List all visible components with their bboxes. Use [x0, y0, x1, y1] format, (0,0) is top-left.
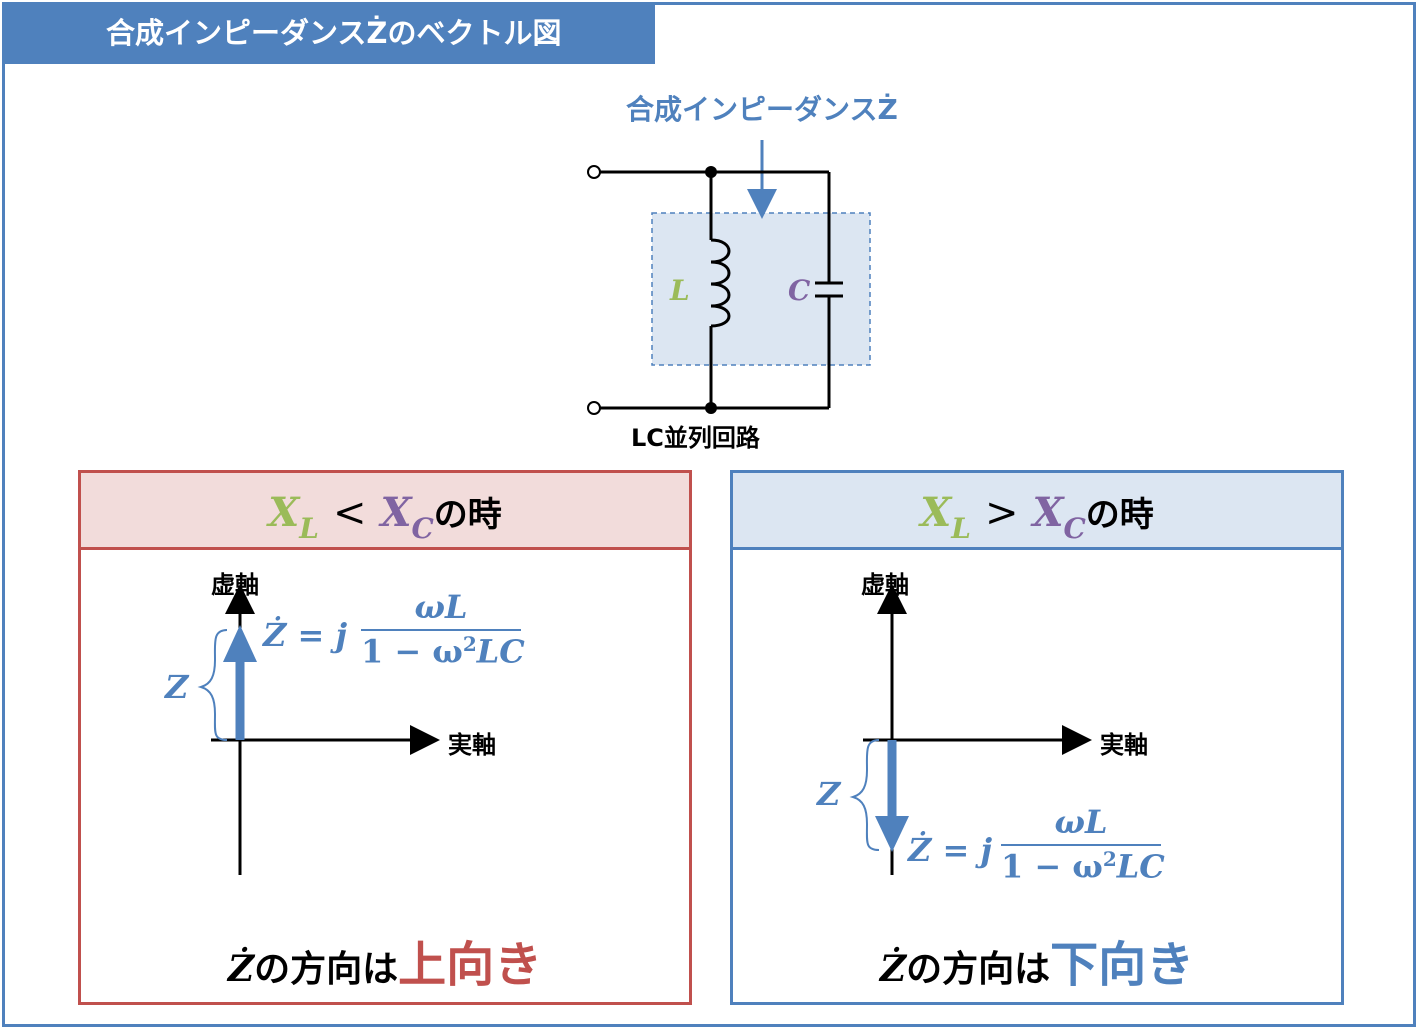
vector-plot-down	[849, 584, 1092, 875]
condition-heading: XL > XCの時	[733, 473, 1341, 547]
equation-numerator: ωL	[1054, 803, 1108, 841]
imag-axis-label: 虚軸	[211, 571, 259, 599]
direction-down-text: 下向き	[1050, 937, 1195, 993]
imag-axis-label: 虚軸	[861, 571, 909, 599]
equation-denominator: 1 − ω2LC	[1001, 847, 1165, 886]
impedance-label: 合成インピーダンスŻ	[626, 93, 898, 126]
comparison-operator: >	[984, 490, 1019, 536]
z-magnitude-label: Z	[817, 775, 841, 813]
xc-symbol: XC	[380, 489, 434, 545]
capacitor-label: C	[788, 274, 811, 307]
title-tab: 合成インピーダンスŻのベクトル図	[2, 2, 655, 64]
impedance-vector-head	[875, 816, 909, 852]
condition-heading: XL < XCの時	[81, 473, 689, 547]
equation-lhs: Ż = j	[908, 831, 993, 869]
condition-suffix: の時	[433, 495, 502, 535]
vector-plot-up	[197, 584, 440, 875]
xc-symbol: XC	[1032, 489, 1086, 545]
panel-xl-less-xc: XL < XCの時 虚軸 実軸 Z Ż = j ωL 1 − ω2LC Żの方向は上…	[78, 470, 692, 1005]
direction-statement: Żの方向は上向き	[227, 937, 543, 993]
equation-lhs: Ż = j	[263, 616, 348, 654]
circuit-caption: LC並列回路	[631, 424, 760, 452]
real-axis-label: 実軸	[448, 731, 496, 759]
xl-symbol: XL	[920, 489, 971, 545]
terminal-top	[587, 165, 601, 179]
impedance-vector-head	[223, 625, 257, 662]
direction-up-text: 上向き	[398, 937, 543, 993]
node-bottom	[705, 402, 717, 414]
equation-denominator: 1 − ω2LC	[361, 632, 525, 671]
panel-header: XL > XCの時	[733, 473, 1341, 550]
fraction-bar	[1001, 844, 1161, 846]
panel-xl-greater-xc: XL > XCの時 虚軸 実軸 Z Ż = j ωL 1 − ω2LC Żの方向は下…	[730, 470, 1344, 1005]
comparison-operator: <	[332, 490, 367, 536]
lc-circuit-diagram	[587, 140, 871, 415]
fraction-bar	[361, 629, 521, 631]
inductor-coil	[710, 238, 731, 328]
real-axis-label: 実軸	[1100, 731, 1148, 759]
z-brace	[197, 629, 228, 741]
equation-numerator: ωL	[414, 588, 468, 626]
z-magnitude-label: Z	[165, 668, 189, 706]
inductor-label: L	[670, 274, 690, 307]
terminal-bottom	[587, 401, 601, 415]
condition-suffix: の時	[1085, 495, 1154, 535]
xl-symbol: XL	[268, 489, 319, 545]
node-top	[705, 166, 717, 178]
direction-statement: Żの方向は下向き	[879, 937, 1195, 993]
z-brace	[849, 739, 880, 851]
impedance-box	[651, 212, 871, 366]
panel-header: XL < XCの時	[81, 473, 689, 550]
